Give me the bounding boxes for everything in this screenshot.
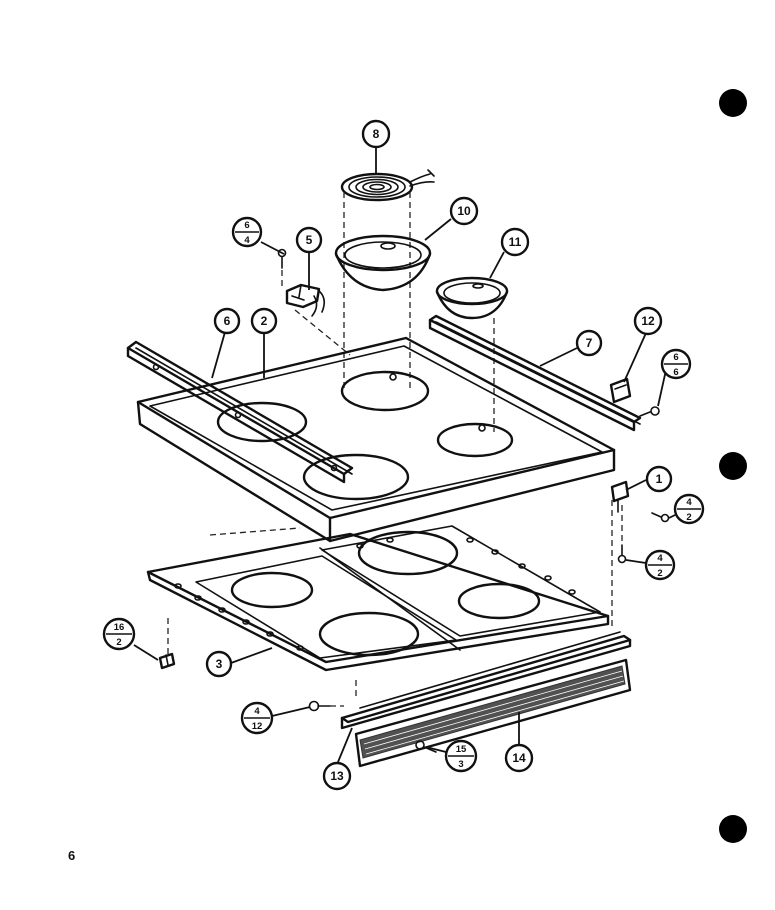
callout-label: 11 bbox=[509, 235, 522, 249]
screw bbox=[651, 512, 670, 523]
fraction-callout-4-12: 4 12 bbox=[240, 701, 274, 735]
fraction-top: 4 bbox=[686, 497, 692, 508]
callout-11: 11 bbox=[500, 227, 530, 257]
fraction-top: 4 bbox=[254, 706, 260, 717]
fraction-top: 15 bbox=[456, 744, 467, 755]
callout-label: 7 bbox=[586, 336, 593, 350]
fraction-callout-6-4: 6 4 bbox=[231, 216, 263, 248]
screw bbox=[308, 700, 331, 712]
large-drip-bowl bbox=[334, 234, 432, 292]
callout-label: 6 bbox=[224, 314, 231, 328]
callout-12: 12 bbox=[633, 306, 663, 336]
fraction-bottom: 4 bbox=[244, 235, 250, 246]
fraction-top: 4 bbox=[657, 553, 663, 564]
right-side-trim bbox=[428, 314, 642, 432]
punch-hole-mark bbox=[719, 452, 747, 480]
vent-grille bbox=[354, 658, 632, 768]
callout-label: 3 bbox=[216, 657, 223, 671]
callout-label: 13 bbox=[330, 769, 344, 783]
dashed-guide bbox=[294, 309, 351, 356]
element-receptacle bbox=[285, 283, 326, 317]
leader-lines bbox=[133, 147, 676, 763]
callout-label: 10 bbox=[457, 204, 471, 218]
callout-label: 1 bbox=[656, 472, 663, 486]
fraction-top: 16 bbox=[114, 622, 125, 633]
punch-hole-mark bbox=[719, 89, 747, 117]
callout-label: 5 bbox=[306, 233, 313, 247]
small-drip-bowl bbox=[435, 276, 509, 320]
fraction-top: 6 bbox=[673, 352, 678, 363]
front-trim-strip bbox=[340, 631, 632, 730]
dashed-guide bbox=[209, 527, 301, 536]
punch-hole-mark bbox=[719, 815, 747, 843]
fraction-bottom: 6 bbox=[673, 367, 678, 378]
callout-2: 2 bbox=[250, 307, 278, 335]
callout-5: 5 bbox=[295, 226, 323, 254]
fraction-callout-6-6: 6 6 bbox=[660, 348, 692, 380]
callout-label: 2 bbox=[261, 314, 268, 328]
callout-3: 3 bbox=[205, 650, 233, 678]
maintop-frame bbox=[136, 336, 616, 543]
fraction-callout-4-2: 4 2 bbox=[644, 549, 676, 581]
screw bbox=[639, 406, 660, 417]
callout-7: 7 bbox=[575, 329, 603, 357]
callout-1: 1 bbox=[645, 465, 673, 493]
fraction-bottom: 2 bbox=[686, 512, 691, 523]
screw bbox=[277, 248, 287, 269]
callout-8: 8 bbox=[361, 119, 391, 149]
page-number: 6 bbox=[68, 848, 76, 863]
screw bbox=[617, 544, 627, 564]
callout-label: 14 bbox=[512, 751, 526, 765]
fraction-bottom: 2 bbox=[657, 568, 662, 579]
callout-label: 8 bbox=[373, 127, 380, 141]
fraction-bottom: 12 bbox=[252, 721, 263, 732]
surface-element-coil bbox=[340, 169, 435, 202]
trim-bracket bbox=[609, 377, 632, 404]
hinge-bracket bbox=[610, 480, 630, 513]
callout-label: 12 bbox=[641, 314, 655, 328]
fraction-callout-16-2: 16 2 bbox=[102, 617, 136, 651]
callout-6: 6 bbox=[213, 307, 241, 335]
fraction-callout-4-2: 4 2 bbox=[673, 493, 705, 525]
callout-10: 10 bbox=[449, 196, 479, 226]
left-side-trim bbox=[126, 340, 354, 484]
fraction-bottom: 2 bbox=[116, 637, 121, 648]
callout-14: 14 bbox=[504, 743, 534, 773]
callout-13: 13 bbox=[322, 761, 352, 791]
mounting-clip bbox=[158, 652, 176, 670]
fraction-bottom: 3 bbox=[458, 759, 463, 770]
fraction-callout-15-3: 15 3 bbox=[444, 739, 478, 773]
burner-box-shield bbox=[146, 525, 610, 672]
fraction-top: 6 bbox=[244, 220, 249, 231]
